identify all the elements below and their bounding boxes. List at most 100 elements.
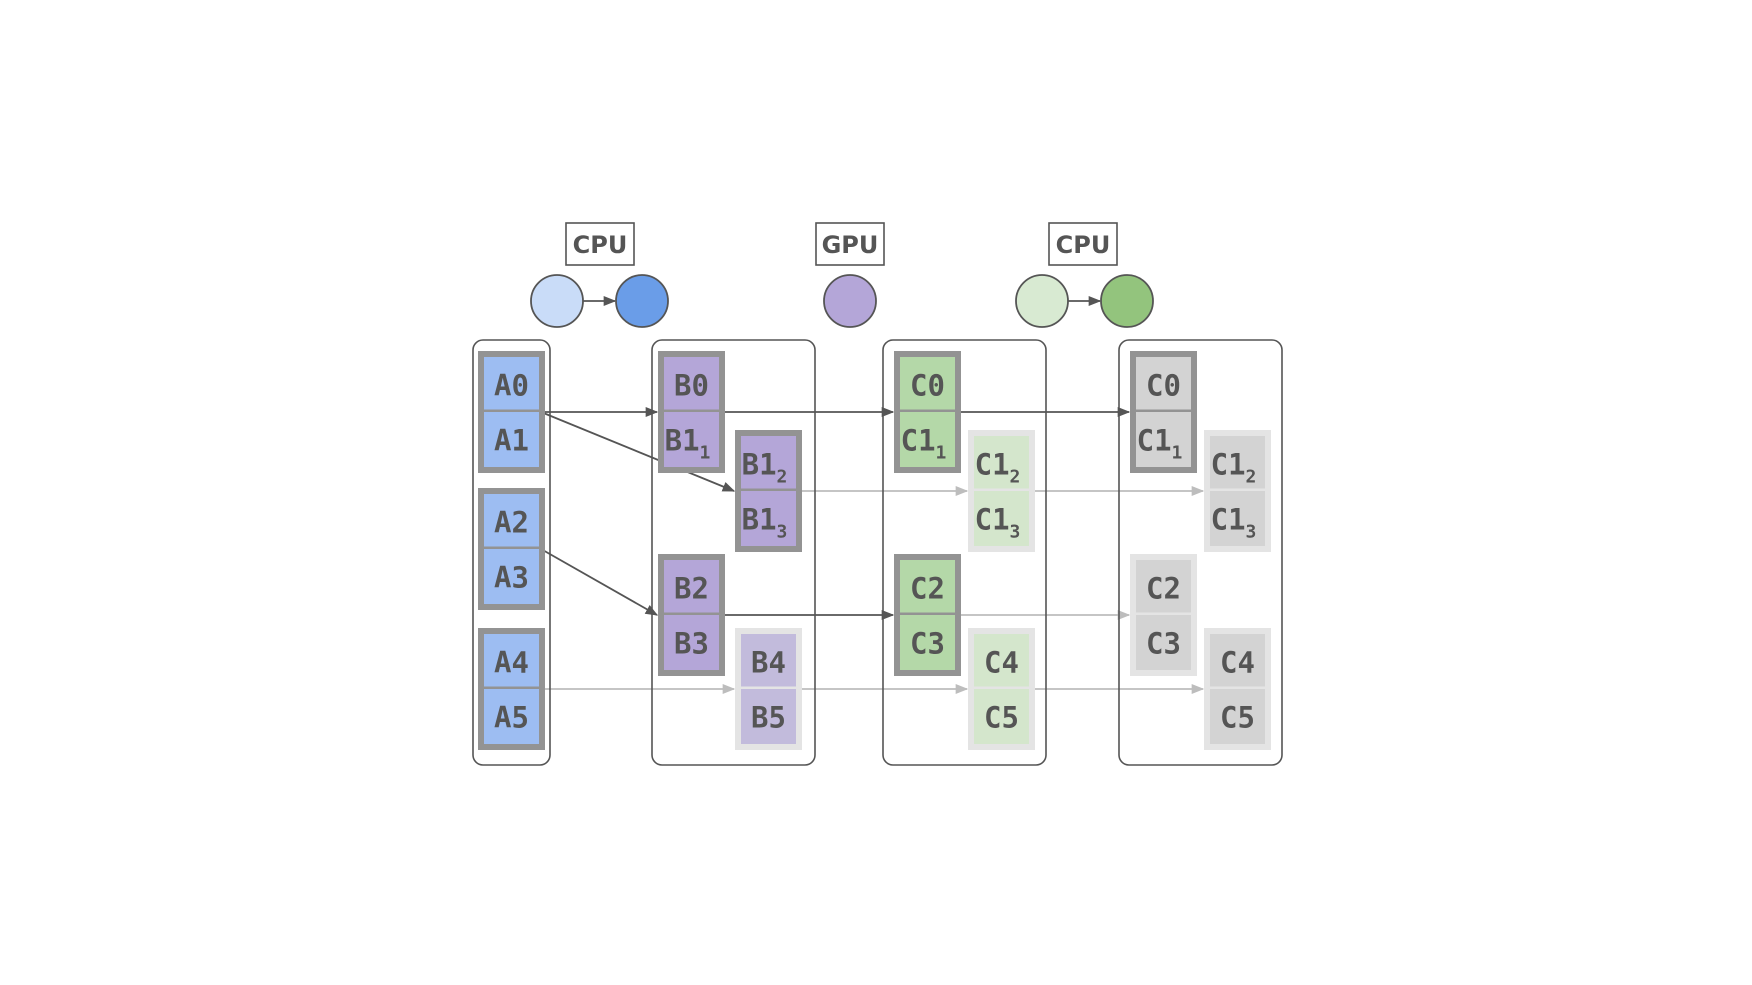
stage-label: CPU (1056, 231, 1111, 259)
chunk-cell (900, 560, 955, 614)
chunk-cell (900, 357, 955, 411)
chunk-cell (741, 436, 796, 490)
dependency-edge (540, 411, 736, 492)
chunk-cell (741, 634, 796, 688)
stage-2: CPU (1015, 222, 1154, 328)
stages-layer: CPU GPU CPU (530, 222, 1154, 328)
chunk-cell (1210, 491, 1265, 546)
chunk-cell (1210, 689, 1265, 744)
stage-label: CPU (573, 231, 628, 259)
chunk-cell (484, 412, 539, 467)
chunk-label: B0 (674, 369, 709, 403)
chunk-label: B11 (665, 424, 711, 464)
chunk-cell (741, 491, 796, 546)
chunk-label: A5 (494, 701, 529, 735)
chunk-label: C13 (975, 503, 1021, 543)
chunk-cell (1136, 560, 1191, 614)
chunk-cell (1136, 357, 1191, 411)
column-frame (882, 339, 1047, 766)
chunk-label: C5 (1220, 701, 1255, 735)
chunk-label: C2 (1146, 572, 1181, 606)
stage-label-box (815, 222, 885, 266)
chunk-label: A0 (494, 369, 529, 403)
chunk-cell (664, 615, 719, 670)
chunk-cell (974, 689, 1029, 744)
chunk-cell (974, 436, 1029, 490)
column-frame (1118, 339, 1283, 766)
chunk-cell (900, 412, 955, 467)
chunk-label: A3 (494, 561, 529, 595)
chunk-label: B12 (742, 448, 788, 488)
chunk-cell (484, 689, 539, 744)
chunk-label: C3 (910, 627, 945, 661)
stage-node (1100, 274, 1154, 328)
chunk-label: C11 (901, 424, 947, 464)
chunk-cell (974, 491, 1029, 546)
chunk-cell (484, 634, 539, 688)
chunk-cell (900, 615, 955, 670)
chunk-label: C0 (910, 369, 945, 403)
chunk-label: B4 (751, 646, 786, 680)
chunk-label: C13 (1211, 503, 1257, 543)
stage-node (615, 274, 669, 328)
stage-node (1015, 274, 1069, 328)
chunk-cell (484, 357, 539, 411)
chunk-label: C4 (1220, 646, 1255, 680)
edges-layer (540, 406, 1205, 695)
chunk-cell (484, 549, 539, 604)
chunk-cell (1210, 634, 1265, 688)
chunk-label: B5 (751, 701, 786, 735)
chunk-label: A2 (494, 506, 529, 540)
chunk-cell (664, 357, 719, 411)
stage-0: CPU (530, 222, 669, 328)
chunk-label: C3 (1146, 627, 1181, 661)
chunk-label: C4 (984, 646, 1019, 680)
stage-1: GPU (815, 222, 885, 328)
chunk-cell (664, 412, 719, 467)
chunk-cell (484, 494, 539, 548)
chunk-label: C11 (1137, 424, 1183, 464)
stage-label-box (565, 222, 635, 266)
chunk-label: B3 (674, 627, 709, 661)
chunk-cell (741, 689, 796, 744)
dependency-edge (540, 548, 659, 616)
chunk-label: C0 (1146, 369, 1181, 403)
chunk-label: B2 (674, 572, 709, 606)
chunk-cell (1136, 412, 1191, 467)
chunk-label: C12 (1211, 448, 1257, 488)
stage-node (530, 274, 584, 328)
stage-label-box (1048, 222, 1118, 266)
chunk-label: A1 (494, 424, 529, 458)
chunk-cell (1136, 615, 1191, 670)
column-frame (651, 339, 816, 766)
chunk-cell (664, 560, 719, 614)
stage-label: GPU (822, 231, 879, 259)
chunk-label: C12 (975, 448, 1021, 488)
chunk-cell (1210, 436, 1265, 490)
stage-node (823, 274, 877, 328)
chunk-cell (974, 634, 1029, 688)
chunk-label: B13 (742, 503, 788, 543)
chunk-label: A4 (494, 646, 529, 680)
chunk-label: C5 (984, 701, 1019, 735)
